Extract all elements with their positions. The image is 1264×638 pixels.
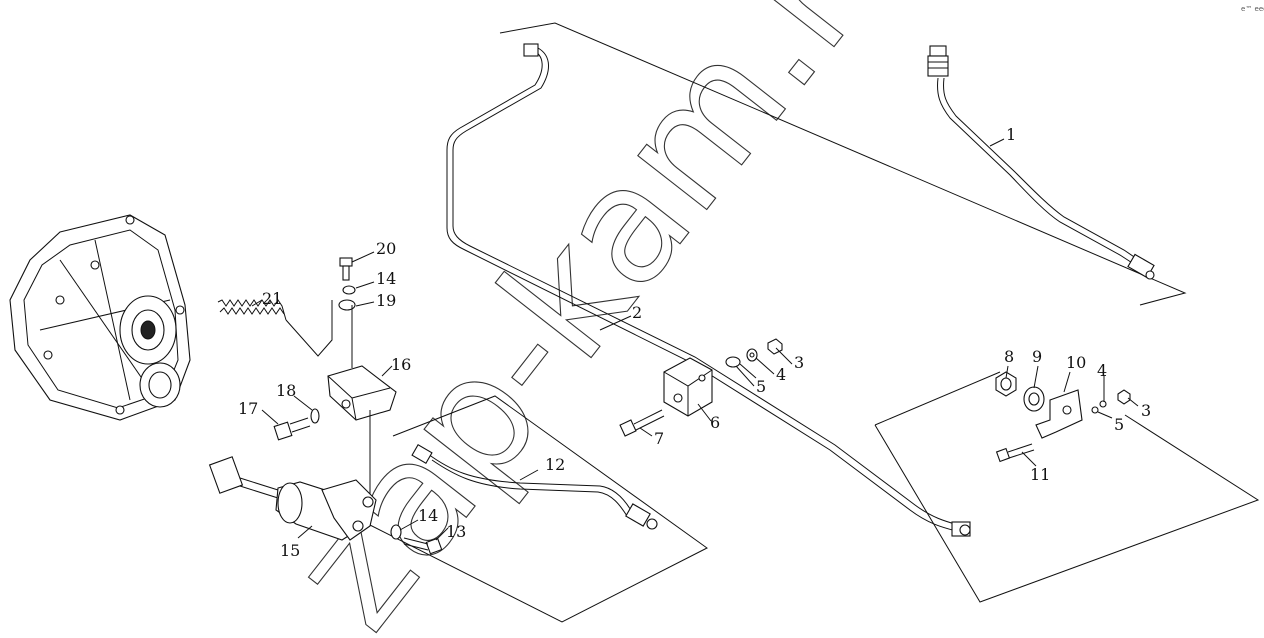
bolt-13 [403,537,443,555]
bracket-plane [874,371,1260,603]
washer-18 [310,408,320,424]
callout-15: 15 [280,541,300,560]
watermark: zap-kam.ru [255,0,958,638]
washer-5-nut-4-3-group-a [725,338,783,379]
corner-mark: e™ eee [1241,5,1264,13]
lower-plane [359,395,708,623]
callout-6: 6 [710,413,720,432]
bolt-7 [619,409,665,437]
callout-11: 11 [1030,465,1050,484]
bracket-10 [1035,389,1083,439]
callout-18: 18 [276,381,296,400]
leader-lines [251,138,1139,541]
pipe-1 [927,45,1155,280]
clutch-housing [9,214,191,421]
spring-21 [217,299,333,357]
callout-2: 2 [632,303,642,322]
clamp-block-6 [663,357,713,417]
callout-5: 5 [756,377,766,396]
callout-3-right: 3 [1141,401,1151,420]
callout-4-right: 4 [1097,361,1107,380]
callout-4: 4 [776,365,786,384]
callout-17: 17 [238,399,258,418]
callout-1: 1 [1006,125,1016,144]
upper-assembly-plane [499,22,1187,306]
pin-20 [339,257,353,281]
callout-8: 8 [1004,347,1014,366]
washer-14-upper [342,285,356,295]
callout-14-upper: 14 [376,269,396,288]
callout-13: 13 [446,522,466,541]
bolt-11 [995,443,1035,463]
lock-washer-9 [1023,386,1045,412]
callout-3: 3 [794,353,804,372]
callout-16: 16 [391,355,411,374]
slave-cylinder-15 [208,456,377,541]
callout-7: 7 [654,429,664,448]
callout-19: 19 [376,291,396,310]
callout-10: 10 [1066,353,1086,372]
callout-20: 20 [376,239,396,258]
washer-19 [338,299,356,311]
callout-labels: 1 2 3 4 5 6 7 3 4 5 8 9 10 11 12 13 14 1… [238,125,1151,560]
callout-9: 9 [1032,347,1042,366]
washer-nut-group-b [1091,389,1131,414]
washer-14-lower [390,524,402,540]
callout-14-lower: 14 [418,506,438,525]
callout-21: 21 [262,289,282,308]
pipe-2 [446,43,971,537]
bracket-16 [327,305,397,500]
callout-5-right: 5 [1114,415,1124,434]
callout-12: 12 [545,455,565,474]
pipe-12 [411,444,658,530]
bolt-17 [273,417,311,441]
